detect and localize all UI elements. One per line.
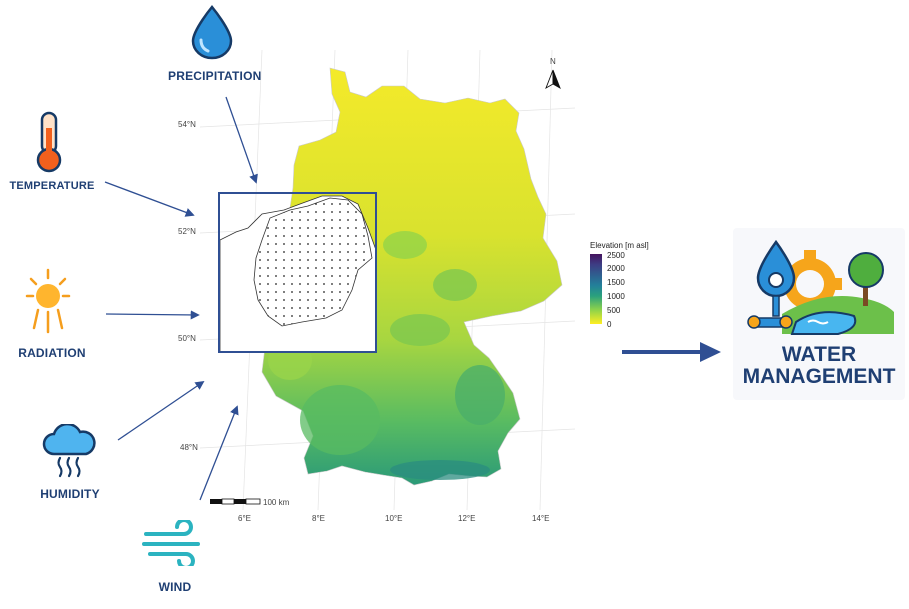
legend-colorbar	[590, 254, 602, 324]
lon-label: 8°E	[312, 514, 325, 523]
thermometer-icon	[36, 111, 62, 173]
input-arrows	[104, 96, 258, 501]
lon-label: 12°E	[458, 514, 475, 523]
legend-tick: 500	[607, 306, 621, 315]
lat-label: 54°N	[178, 120, 196, 129]
lon-label: 6°E	[238, 514, 251, 523]
lon-label: 10°E	[385, 514, 402, 523]
north-label: N	[550, 57, 556, 66]
precipitation-arrow	[225, 96, 258, 184]
wind-icon	[142, 520, 200, 566]
water-drop-icon	[191, 5, 233, 60]
legend-tick: 1500	[607, 278, 625, 287]
lat-label: 52°N	[178, 227, 196, 236]
sun-icon	[25, 268, 71, 334]
lon-label: 14°E	[532, 514, 549, 523]
humidity-cloud-icon	[42, 424, 96, 478]
scale-label: 100 km	[263, 498, 290, 507]
legend-title: Elevation [m asl]	[590, 241, 649, 250]
water-management-line2: MANAGEMENT	[742, 365, 896, 388]
radiation-label: RADIATION	[18, 346, 86, 360]
lat-label: 50°N	[178, 334, 196, 343]
humidity-arrow	[117, 380, 205, 441]
study-region	[219, 195, 376, 352]
north-arrow-icon	[545, 69, 561, 90]
wind-arrow	[199, 405, 239, 501]
radiation-arrow	[105, 310, 200, 320]
precipitation-label: PRECIPITATION	[168, 69, 262, 83]
lat-label: 48°N	[180, 443, 198, 452]
legend-tick: 2000	[607, 264, 625, 273]
water-management-icon	[747, 239, 894, 335]
output-arrow	[622, 342, 721, 362]
wind-label: WIND	[158, 580, 192, 594]
scale-bar	[210, 498, 261, 505]
temperature-arrow	[104, 181, 195, 217]
legend-tick: 0	[607, 320, 612, 329]
water-management-line1: WATER	[781, 343, 857, 366]
legend-tick: 2500	[607, 251, 625, 260]
humidity-label: HUMIDITY	[40, 487, 100, 501]
temperature-label: TEMPERATURE	[9, 180, 95, 192]
legend-tick: 1000	[607, 292, 625, 301]
study-region-box	[218, 192, 377, 353]
